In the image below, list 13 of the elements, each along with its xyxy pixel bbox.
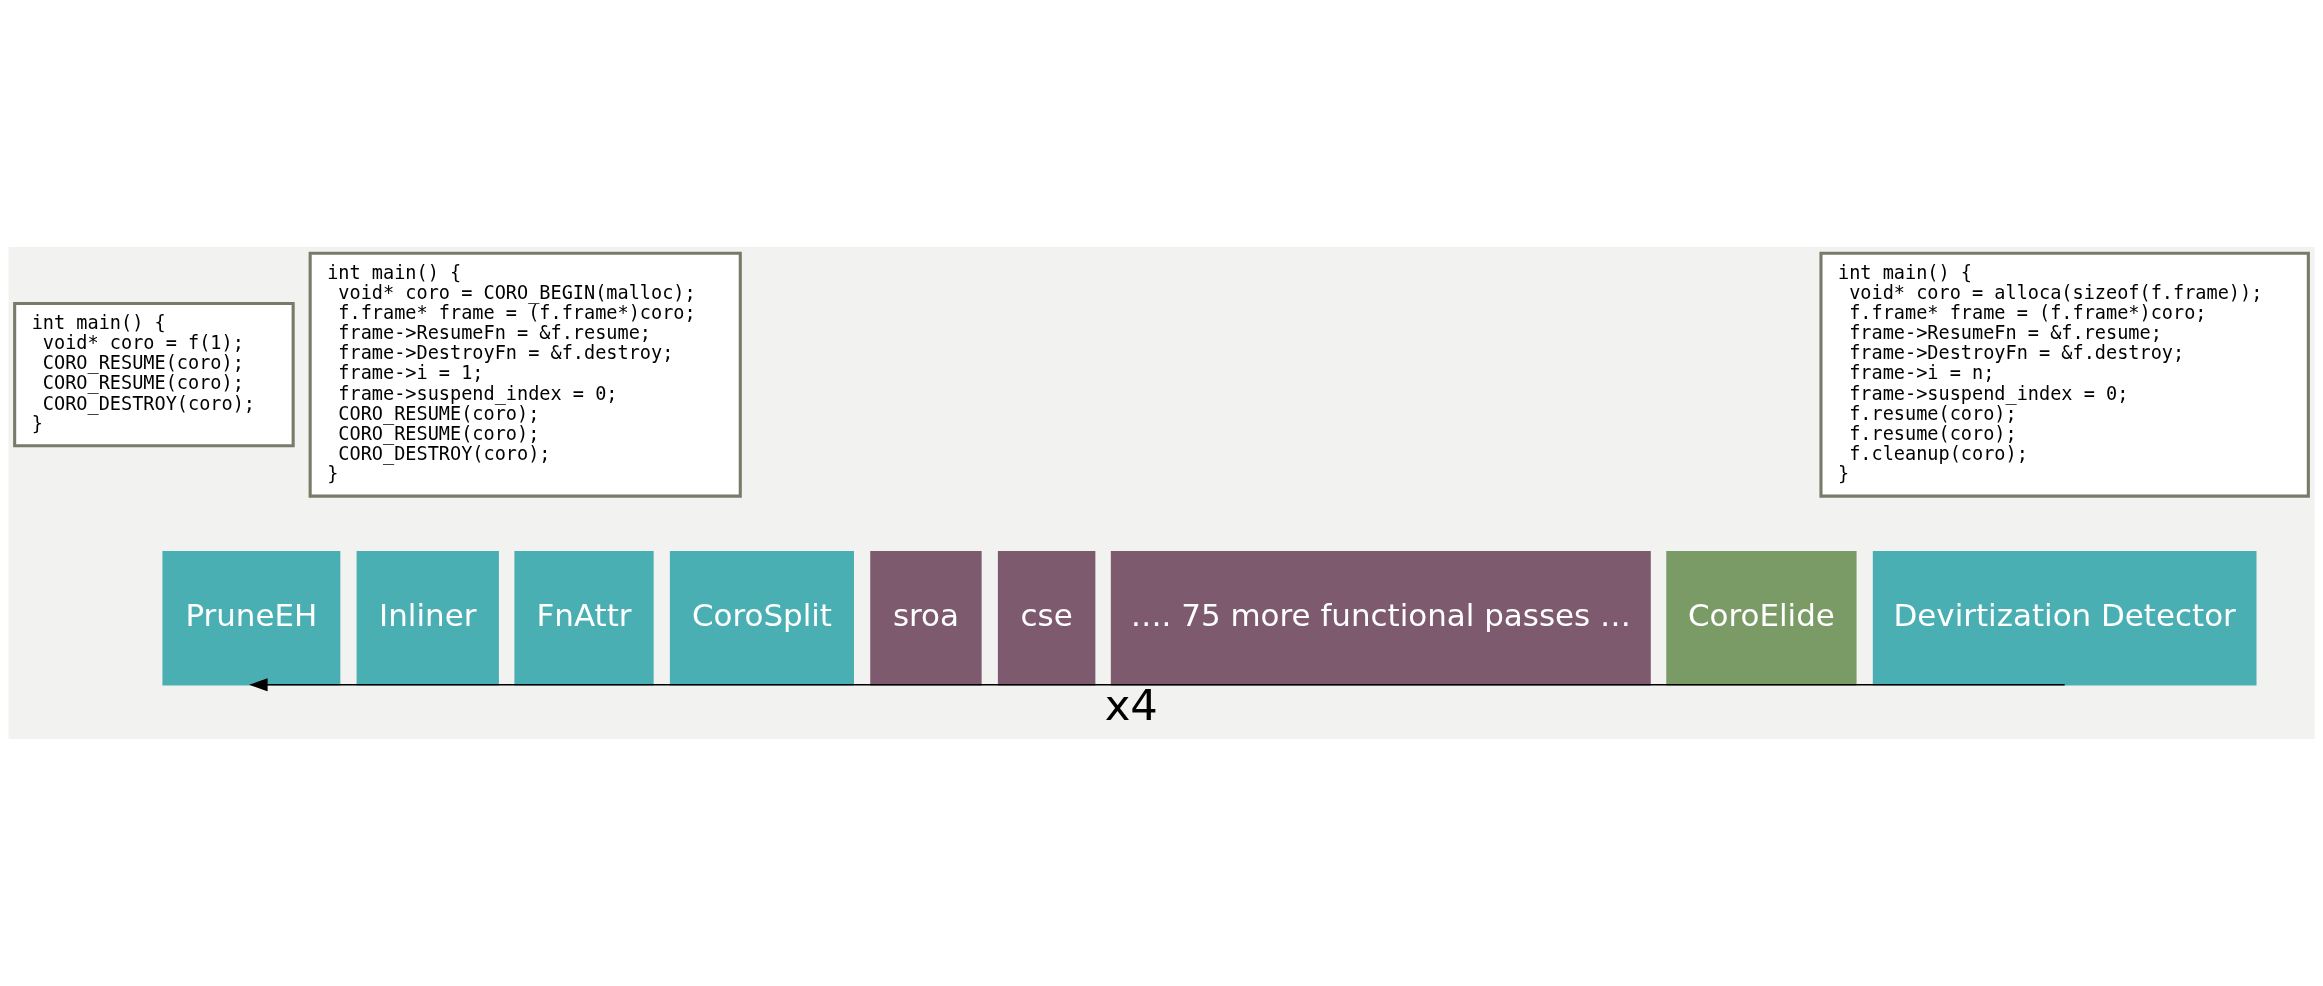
node-box: int main() { void* coro = f(1); CORO_RESUME(coro); CORO_RESUME(coro); CORO_DESTROY(coro); } [13, 301, 295, 448]
node-box: …. 75 more functional passes … [1110, 551, 1651, 686]
node-box: Devirtization Detector [1872, 551, 2257, 686]
node-box: sroa [870, 551, 982, 686]
node-box: Inliner [356, 551, 499, 686]
node-box: FnAttr [514, 551, 654, 686]
arrow [249, 678, 2066, 692]
node-box: CoroElide [1666, 551, 1857, 686]
node-box: int main() { void* coro = CORO_BEGIN(malloc); f.frame* frame = (f.frame*)coro; frame->ResumeFn = &f.resume; frame->DestroyFn = &f.destroy; frame->i = 1; frame->suspend_index = 0; CORO_RESUME(coro); CORO_RESUME(coro); CORO_DESTROY(coro); } [308, 251, 742, 498]
node-box: cse [997, 551, 1096, 686]
node-box: int main() { void* coro = alloca(sizeof(f.frame)); f.frame* frame = (f.frame*)coro; frame->ResumeFn = &f.resume; frame->DestroyFn = &f.destroy; frame->i = n; frame->suspend_index = 0; f.resume(coro); f.resume(coro); f.cleanup(coro); } [1819, 251, 2310, 498]
node-box: CoroSplit [669, 551, 854, 686]
node-box: PruneEH [162, 551, 341, 686]
